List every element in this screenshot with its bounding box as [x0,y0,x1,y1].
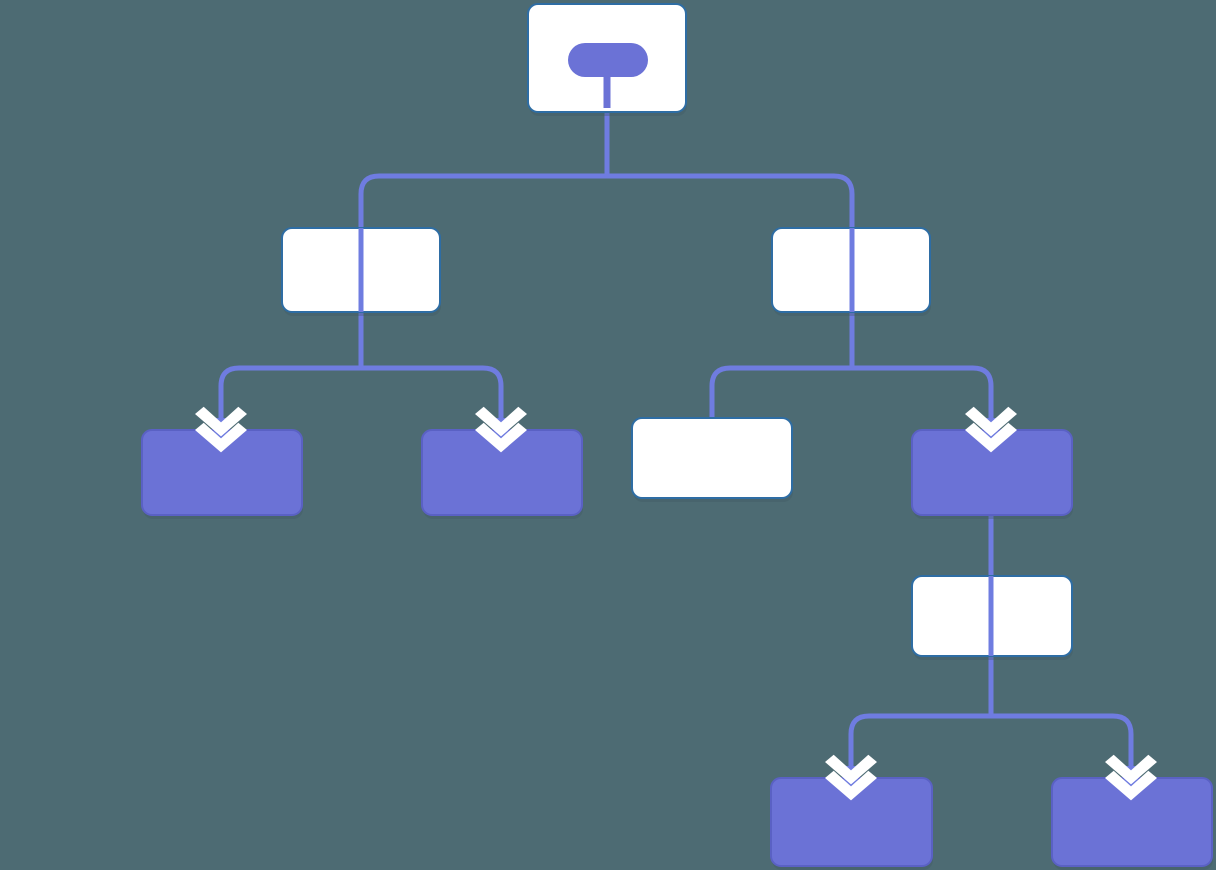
node-leaf-3[interactable] [770,777,933,870]
arrow-leaf-3 [825,754,877,801]
chevron-down-icon [965,406,1017,437]
node-level3-white[interactable] [631,417,793,502]
edge-level2-right-to-level3-purple [849,312,994,430]
root-pill-stem [603,60,611,108]
edge-root-to-level2-right [604,112,855,312]
node-level3-purple[interactable] [911,429,1073,519]
chevron-down-icon-secondary [1105,770,1157,801]
root-pill-icon [568,43,648,77]
arrow-leaf-1 [195,406,247,453]
chevron-down-icon [475,406,527,437]
chevron-down-icon-secondary [195,422,247,453]
edge-level4-white-to-leaf-3 [848,656,994,778]
arrow-leaf-4 [1105,754,1157,801]
chevron-down-icon [195,406,247,437]
chevron-down-icon-secondary [965,422,1017,453]
arrow-marker-layer [195,406,1157,801]
node-leaf-1[interactable] [141,429,303,519]
chevron-down-icon-secondary [825,770,877,801]
edge-level2-right-to-level3-white [709,312,855,418]
chevron-down-icon [825,754,877,785]
arrow-leaf-2 [475,406,527,453]
node-root[interactable] [527,3,687,116]
edge-level2-left-to-leaf-2 [358,312,504,430]
edge-level4-white-to-leaf-4 [988,656,1134,778]
chevron-down-icon [1105,754,1157,785]
arrow-level3-purple [965,406,1017,453]
edge-layer [218,112,1134,778]
edge-level2-left-to-leaf-1 [218,312,364,430]
node-body[interactable] [631,417,793,499]
chevron-down-icon-secondary [475,422,527,453]
node-leaf-2[interactable] [421,429,583,519]
